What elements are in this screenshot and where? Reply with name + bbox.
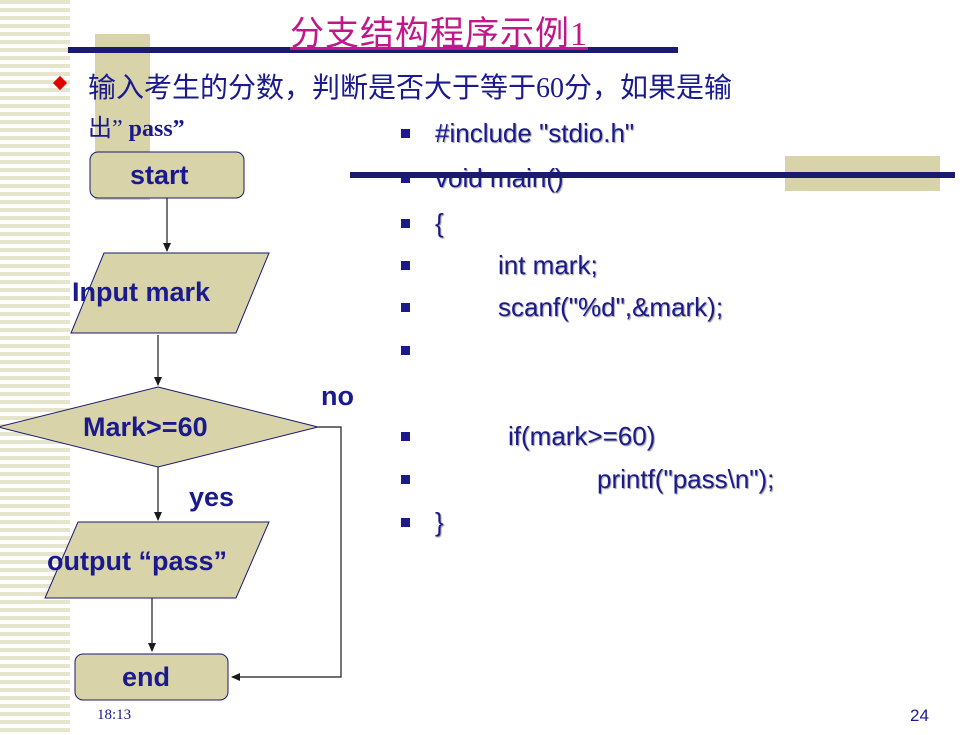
code-line-4: int mark;	[498, 250, 598, 280]
code-line-8: printf("pass\n");	[597, 464, 775, 494]
code-line-9: }	[435, 507, 444, 537]
question-line-2-prefix: 出”	[88, 116, 123, 142]
code-bullet-icon	[401, 261, 410, 270]
code-bullet-icon	[401, 475, 410, 484]
code-bullet-icon	[401, 129, 410, 138]
code-bullet-icon	[401, 174, 410, 183]
slide-time: 18:13	[97, 707, 132, 723]
code-line-3: {	[435, 208, 444, 238]
code-line-1: #include "stdio.h"	[435, 118, 635, 148]
code-line-5: scanf("%d",&mark);	[498, 292, 724, 322]
title-underline-bar	[68, 47, 678, 53]
code-bullet-icon	[401, 518, 410, 527]
code-divider-bar	[350, 172, 955, 178]
question-line-1: 输入考生的分数，判断是否大于等于60分，如果是输	[88, 73, 733, 104]
code-bullet-icon	[401, 219, 410, 228]
end-node	[74, 653, 229, 701]
flow-decision-label: Mark>=60	[83, 412, 208, 442]
code-line-7: if(mark>=60)	[508, 421, 656, 451]
output-node	[44, 521, 270, 599]
code-bullet-icon	[401, 303, 410, 312]
flow-end-label: end	[122, 662, 171, 692]
input-node	[70, 252, 270, 334]
flow-yes-label: yes	[189, 482, 235, 512]
flow-input-label: Input mark	[72, 277, 211, 307]
flow-output-label: output “pass”	[47, 546, 227, 576]
flow-no-label: no	[321, 381, 354, 411]
code-line-2: void main()	[435, 163, 564, 193]
page-number: 24	[910, 706, 929, 725]
code-bullet-icon	[401, 432, 410, 441]
question-line-2-code: pass”	[128, 116, 185, 142]
flow-start-label: start	[130, 160, 189, 190]
left-stripe-decoration	[0, 0, 70, 735]
code-bullet-icon	[401, 346, 410, 355]
question-line-2: 出” pass”	[88, 108, 185, 143]
slide-title: 分支结构程序示例1	[290, 16, 588, 53]
arrow-no-branch	[231, 426, 342, 681]
